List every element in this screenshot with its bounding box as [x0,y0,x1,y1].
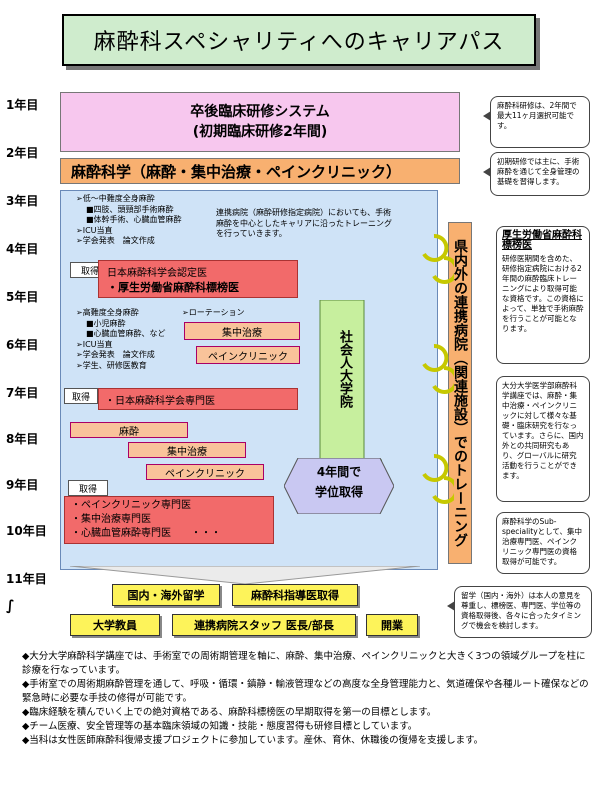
degree-hexagon [284,458,394,514]
bullet-item: ◆当科は女性医師麻酔科復帰支援プロジェクトに参加しています。産休、育休、休職後の… [22,735,484,746]
acquire-tag-2: 取得 [64,388,98,404]
cert-1b: ・厚生労働省麻酔科標榜医 [107,281,239,294]
bottom-arrow [70,566,420,584]
list2-item: ■心臓血管麻酔、など [86,329,166,338]
rotation-icu: 集中治療 [184,322,300,340]
cert-3-item: ・ペインクリニック専門医 [71,500,191,511]
degree-label: 4年間で 学位取得 [314,465,363,499]
list2-item: ➢高難度全身麻酔 [76,308,139,317]
cert-3-item: ・集中治療専門医 [71,514,151,525]
year-4: 4年目 [6,242,39,256]
initial-training-box: 卒後臨床研修システム (初期臨床研修2年間) [60,92,460,152]
career-abroad: 国内・海外留学 [112,584,220,606]
stage-pain: ペインクリニック [146,464,264,480]
acquire-tag-3: 取得 [68,480,108,496]
stage-icu: 集中治療 [128,442,246,458]
list1-item: ➢ICU当直 [76,225,113,235]
side-box-licence: 厚生労働省麻酔科標榜医 研修医期間を含めた、研修指定病院における2年間の麻酔臨床… [496,226,590,364]
list1-item: ■四肢、頭頸部手術麻酔 [86,204,174,214]
year-3: 3年目 [6,194,39,208]
bullet-item: ◆大分大学麻酔科学講座では、手術室での周術期管理を軸に、麻酔、集中治療、ペインク… [22,651,586,676]
bullet-item: ◆手術室での周術期麻酔管理を通して、呼吸・循環・鎮静・輸液管理などの高度な全身管… [22,679,589,704]
side-licence-text: 研修医期間を含めた、研修指定病院における2年間の麻酔臨床トレーニングにより取得可… [502,254,584,333]
list2-item: ■小児麻酔 [86,318,126,328]
year-1: 1年目 [6,98,39,112]
list-stage2: ➢高難度全身麻酔 ■小児麻酔 ■心臓血管麻酔、など ➢ICU当直 ➢学会発表 論… [76,308,206,371]
note-initial: 初期研修では主に、手術麻酔を通じて全身管理の基礎を習得します。 [483,152,590,196]
year-2: 2年目 [6,146,39,160]
list2-item: ➢学生、研修医教育 [76,360,147,370]
list-stage1: ➢低～中難度全身麻酔 ■四肢、頭頸部手術麻酔 ■体幹手術、心臓血管麻酔 ➢ICU… [76,194,206,247]
year-8: 8年目 [6,432,39,446]
initial-training-line1: 卒後臨床研修システム [190,104,330,120]
side-box-research: 大分大学医学部麻酔科学講座では、麻酔・集中治療・ペインクリニックに対して様々な基… [496,376,590,502]
cycle-icons [422,233,454,504]
year-10: 10年目 [6,524,47,538]
cert-1a: 日本麻酔科学会認定医 [107,268,207,279]
note-training: 麻酔科研修は、2年間で最大11ヶ月選択可能です。 [483,96,590,148]
description-bullets: ◆大分大学麻酔科学講座では、手術室での周術期管理を軸に、麻酔、集中治療、ペインク… [22,650,594,748]
career-practice: 開業 [366,614,418,636]
career-hospital-staff: 連携病院スタッフ 医長/部長 [172,614,356,636]
year-6: 6年目 [6,338,39,352]
rotation-pain: ペインクリニック [196,346,300,364]
cert-box-1: 日本麻酔科学会認定医 ・厚生労働省麻酔科標榜医 [98,260,298,298]
cert-box-3: ・ペインクリニック専門医 ・集中治療専門医 ・心臓血管麻酔専門医 ・・・ [64,496,274,544]
career-supervisor: 麻酔科指導医取得 [232,584,358,606]
list1-item: ➢学会発表 論文作成 [76,236,155,245]
year-9: 9年目 [6,478,39,492]
rotation-label: ➢ローテーション [182,308,245,317]
list2-item: ➢学会発表 論文作成 [76,350,155,359]
year-5: 5年目 [6,290,39,304]
initial-training-line2: (初期臨床研修2年間) [192,124,328,140]
side-box-subspecialty: 麻酔科学のSub-specialityとして、集中治療専門医、ペインクリニック専… [496,512,590,574]
page-title: 麻酔科スペシャリティへのキャリアパス [62,14,536,66]
note-abroad: 留学（国内・海外）は本人の意見を尊重し、標榜医、専門医、学位等の資格取得後、各々… [447,586,592,638]
stage-anesthesia: 麻酔 [70,422,188,438]
year-7: 7年目 [6,386,39,400]
cert-box-2: ・日本麻酔科学会専門医 [98,388,298,410]
bullet-item: ◆チーム医療、安全管理等の基本臨床領域の知識・技能・態度習得も研修目標としていま… [22,721,418,732]
career-faculty: 大学教員 [70,614,160,636]
affiliated-note: 連携病院（麻酔研修指定病院）においても、手術麻酔を中心としたキャリアに沿ったトレ… [216,208,392,238]
side-licence-heading: 厚生労働省麻酔科標榜医 [502,230,582,251]
year-continue: ∫ [6,598,15,614]
specialty-bar: 麻酔科学（麻酔・集中治療・ペインクリニック） [60,158,460,184]
bullet-item: ◆臨床経験を積んでいく上での絶対資格である、麻酔科標榜医の早期取得を第一の目標と… [22,707,437,718]
list1-item: ■体幹手術、心臓血管麻酔 [86,215,182,224]
list1-item: ➢低～中難度全身麻酔 [76,194,155,203]
year-11: 11年目 [6,572,47,586]
grad-school-label: 社会人大学院 [337,330,352,408]
cert-3-item: ・心臓血管麻酔専門医 ・・・ [71,528,221,539]
list2-item: ➢ICU当直 [76,339,113,349]
